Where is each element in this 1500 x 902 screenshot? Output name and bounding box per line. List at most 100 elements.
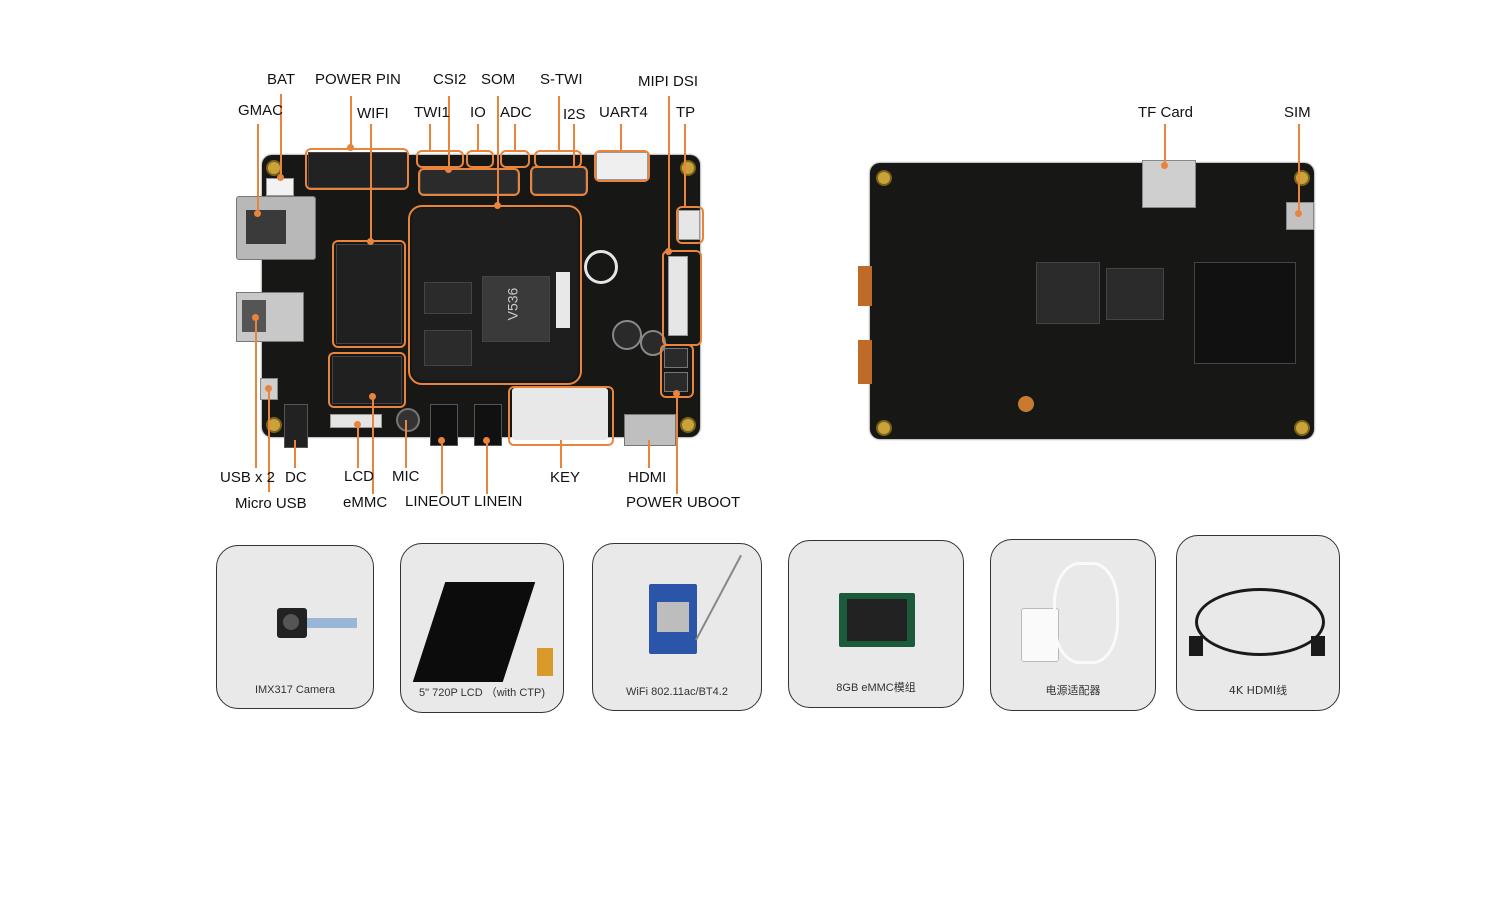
highlight-io — [466, 150, 494, 168]
leader-dot — [445, 166, 452, 173]
leader-line — [405, 420, 407, 468]
leader-dot — [252, 314, 259, 321]
leader-dot — [265, 385, 272, 392]
leader-dot — [367, 238, 374, 245]
leader-line — [448, 96, 450, 168]
lcd-panel-icon — [412, 582, 536, 682]
power-button — [664, 348, 688, 368]
ethernet-port — [246, 210, 286, 244]
label-adc: ADC — [500, 104, 532, 121]
highlight-wifi — [332, 240, 406, 348]
wifi-chip — [657, 602, 689, 632]
leader-line — [372, 396, 374, 494]
leader-dot — [665, 248, 672, 255]
leader-dot — [277, 174, 284, 181]
label-usb-x2: USB x 2 — [220, 469, 276, 486]
label-power-pin: POWER PIN — [315, 71, 401, 88]
hdmi-port — [624, 414, 676, 446]
leader-dot — [494, 202, 501, 209]
label-uart4: UART4 — [599, 104, 648, 121]
leader-line — [1164, 124, 1166, 166]
highlight-csi2 — [418, 168, 520, 196]
hdmi-plug-icon — [1311, 636, 1325, 656]
accessory-caption: WiFi 802.11ac/BT4.2 — [626, 686, 728, 698]
highlight-uart4 — [594, 150, 650, 182]
highlight-mipi-dsi — [662, 250, 702, 346]
highlight-key — [508, 386, 614, 446]
power-pin-header — [308, 152, 408, 188]
label-tp: TP — [676, 104, 696, 121]
back-processor — [1194, 262, 1296, 364]
highlight-adc — [500, 150, 530, 168]
mount-hole — [266, 417, 282, 433]
accessory-card-hdmi: 4K HDMI线 — [1176, 535, 1340, 711]
leader-dot — [354, 421, 361, 428]
leader-line — [648, 440, 650, 468]
leader-dot — [438, 437, 445, 444]
accessory-caption: 8GB eMMC模组 — [836, 682, 916, 694]
leader-line — [357, 424, 359, 468]
label-lineout: LINEOUT — [405, 493, 471, 510]
label-wifi: WIFI — [357, 105, 389, 122]
lcd-fpc — [537, 648, 553, 676]
leader-line — [268, 388, 270, 492]
label-tf-card: TF Card — [1138, 104, 1194, 121]
camera-fpc — [307, 618, 357, 628]
label-dc: DC — [285, 469, 307, 486]
label-mic: MIC — [392, 468, 420, 485]
accessory-card-adapter: 电源适配器 — [990, 539, 1156, 711]
tf-card-slot — [1142, 160, 1196, 208]
uart4-connector — [596, 152, 648, 180]
leader-dot — [483, 437, 490, 444]
wifi-antenna — [695, 554, 742, 641]
label-s-twi: S-TWI — [540, 71, 583, 88]
mount-hole — [680, 160, 696, 176]
mipi-dsi-connector — [668, 256, 688, 336]
accessory-caption: 4K HDMI线 — [1228, 684, 1288, 697]
som-fpc — [556, 272, 570, 328]
usb-cable-icon — [1053, 562, 1119, 664]
label-key: KEY — [550, 469, 581, 486]
label-gmac: GMAC — [238, 102, 283, 119]
leader-line — [620, 124, 622, 150]
accessory-caption: IMX317 Camera — [254, 684, 336, 696]
highlight-emmc — [328, 352, 406, 408]
accessory-card-emmc: 8GB eMMC模组 — [788, 540, 964, 708]
label-sim: SIM — [1284, 104, 1311, 121]
leader-line — [370, 124, 372, 240]
back-chip — [1106, 268, 1164, 320]
label-som: SOM — [481, 71, 516, 88]
leader-line — [257, 124, 259, 214]
label-mipi-dsi: MIPI DSI — [638, 73, 699, 90]
logo-icon — [584, 250, 618, 284]
accessory-caption: 电源适配器 — [1045, 684, 1101, 697]
leader-line — [294, 440, 296, 468]
leader-line — [668, 96, 670, 250]
highlight-power-pin — [305, 148, 409, 190]
label-i2s: I2S — [563, 106, 586, 123]
leader-line — [560, 440, 562, 468]
back-chip — [1036, 262, 1100, 324]
leader-dot — [369, 393, 376, 400]
leader-line — [558, 96, 560, 150]
highlight-i2s — [530, 166, 588, 196]
memory-chip — [424, 282, 472, 314]
capacitor — [612, 320, 642, 350]
leader-line — [1298, 124, 1300, 214]
label-lcd: LCD — [344, 468, 375, 485]
mic — [396, 408, 420, 432]
mount-hole — [1294, 420, 1310, 436]
label-io: IO — [470, 104, 486, 121]
leader-dot — [673, 390, 680, 397]
key-block — [512, 388, 608, 440]
leader-dot — [254, 210, 261, 217]
label-emmc: eMMC — [343, 494, 388, 511]
mount-hole — [876, 170, 892, 186]
accessory-caption: 5" 720P LCD （with CTP) — [419, 687, 545, 699]
camera-lens-icon — [283, 614, 299, 630]
side-connector — [858, 266, 872, 306]
leader-dot — [347, 144, 354, 151]
mount-hole — [876, 420, 892, 436]
label-twi1: TWI1 — [414, 104, 450, 121]
tp-connector — [678, 210, 700, 240]
